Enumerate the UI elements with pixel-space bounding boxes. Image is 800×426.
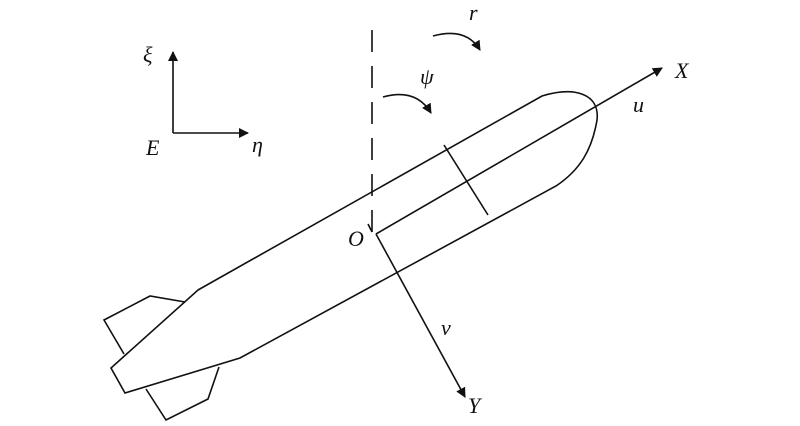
xi-axis-label: ξ (143, 42, 153, 67)
yaw-rate-label: r (469, 0, 478, 25)
body-section-line (443, 144, 489, 216)
heading-angle-label: ψ (420, 64, 434, 89)
eta-axis-label: η (252, 132, 263, 157)
x-axis-label: X (674, 58, 690, 83)
lower-fin (145, 366, 220, 422)
hull-outline (109, 91, 598, 394)
y-axis-arrow (375, 233, 466, 398)
body-frame: X Y O u v (348, 58, 690, 418)
yaw-rate-arrow (432, 32, 481, 51)
y-axis-label: Y (468, 393, 483, 418)
upper-fin (102, 295, 186, 355)
surge-velocity-label: u (633, 92, 644, 117)
body-centerline-upper (367, 223, 373, 233)
vehicle-body (102, 91, 598, 422)
angle-indicators: ψ r (382, 0, 481, 114)
sway-velocity-label: v (441, 315, 451, 340)
x-axis-arrow (375, 67, 663, 235)
inertial-origin-label: E (145, 135, 160, 160)
heading-angle-arrow (382, 93, 432, 114)
inertial-frame: ξ η E (143, 42, 263, 160)
body-origin-label: O (348, 226, 364, 251)
